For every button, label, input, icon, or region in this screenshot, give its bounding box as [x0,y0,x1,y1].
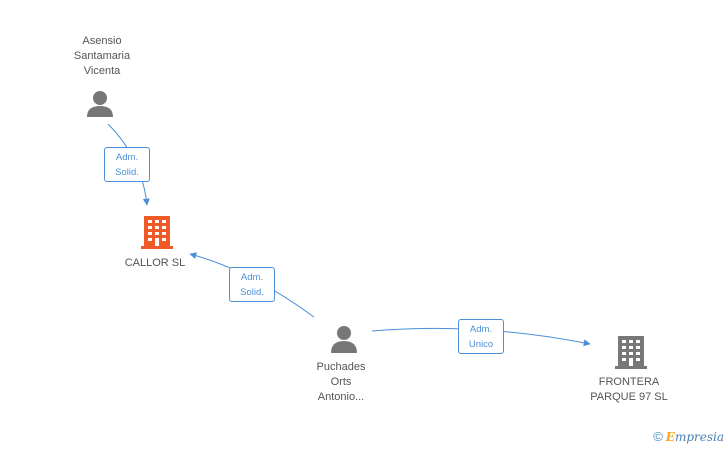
copyright-icon: © [653,429,663,444]
edge-label-line: Adm. [115,152,139,163]
node-label-line: Santamaria [73,50,131,62]
node-label-puchades[interactable]: Puchades Orts Antonio... [291,360,391,405]
edge-label-puchades-frontera: Adm. Unico [458,319,504,354]
edge-label-line: Unico [468,339,494,350]
brand-initial: E [665,430,675,444]
edge-label-line: Solid. [115,167,139,178]
node-label-line: Puchades [316,361,366,373]
brand-name: mpresia [674,430,724,444]
node-label-line: Orts [330,376,352,388]
node-label-line: Asensio [82,35,122,47]
edge-label-line: Adm. [240,272,264,283]
empresia-watermark[interactable]: ©Empresia [653,429,724,444]
node-label-line: PARQUE 97 SL [590,391,668,403]
node-label-line: CALLOR SL [124,257,186,269]
edge-label-puchades-callor: Adm. Solid. [229,267,275,302]
edge-label-line: Adm. [469,324,493,335]
node-label-callor[interactable]: CALLOR SL [105,256,205,271]
person-icon[interactable] [331,326,357,353]
node-label-line: FRONTERA [598,376,660,388]
person-icon[interactable] [87,91,113,117]
edge-label-asensio-callor: Adm. Solid. [104,147,150,182]
building-icon[interactable] [615,336,647,369]
edge-label-line: Solid. [240,287,264,298]
node-label-asensio[interactable]: Asensio Santamaria Vicenta [52,34,152,79]
node-label-line: Vicenta [83,65,121,77]
building-icon[interactable] [141,216,173,249]
node-label-frontera[interactable]: FRONTERA PARQUE 97 SL [574,375,684,405]
node-label-line: Antonio... [317,391,365,403]
